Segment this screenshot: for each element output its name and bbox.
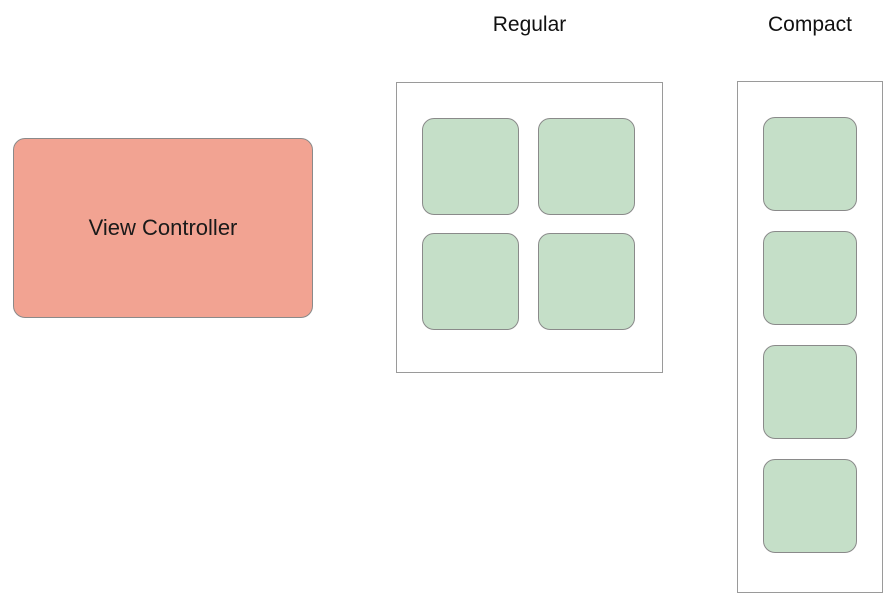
layout-tile	[538, 233, 635, 330]
layout-tile	[422, 233, 519, 330]
layout-tile	[422, 118, 519, 215]
layout-tile	[763, 231, 857, 325]
layout-tile	[763, 117, 857, 211]
view-controller-box: View Controller	[13, 138, 313, 318]
compact-title: Compact	[767, 13, 853, 36]
compact-layout-container	[737, 81, 883, 593]
layout-tile	[763, 345, 857, 439]
regular-layout-container	[396, 82, 663, 373]
layout-tile	[763, 459, 857, 553]
regular-title: Regular	[492, 13, 567, 36]
view-controller-label: View Controller	[88, 215, 238, 240]
layout-tile	[538, 118, 635, 215]
